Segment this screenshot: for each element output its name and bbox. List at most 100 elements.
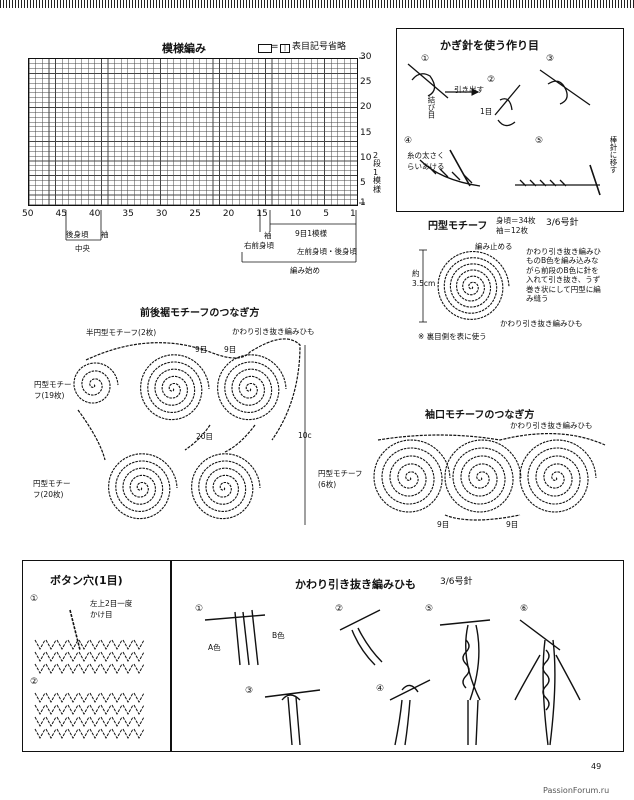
chain-title: かぎ針を使う作り目 (440, 39, 539, 52)
knit-stitch-1 (56, 651, 68, 663)
motif-spiral (437, 250, 510, 320)
knit-stitch-1 (133, 651, 145, 663)
cord-title: かわり引き抜き編みひも (295, 578, 416, 591)
knit-stitch-1 (133, 663, 145, 675)
knit-stitch-2 (133, 704, 145, 716)
x-tick: 40 (88, 209, 101, 219)
top-strip (0, 0, 634, 8)
knit-stitch-2 (78, 704, 90, 716)
knit-stitch-1 (78, 639, 90, 651)
label-left-front: 左前身頃・後身頃 (297, 247, 357, 256)
knit-stitch-1 (56, 663, 68, 675)
knit-stitch-1 (34, 639, 46, 651)
cord-step-6: ⑥ (520, 604, 529, 614)
y-tick: 5 (360, 177, 366, 188)
label-sleeve-b: 袖 (264, 231, 272, 240)
knit-stitch-2 (122, 728, 134, 740)
knit-stitch-2 (89, 716, 101, 728)
x-tick: 30 (155, 209, 168, 219)
knit-stitch-2 (45, 716, 57, 728)
label-nine-one: 9目1模様 (295, 229, 328, 238)
knit-stitch-1 (100, 663, 112, 675)
y-tick: 10 (360, 152, 372, 163)
buttonhole-note: 左上2目一度かけ目 (90, 599, 133, 619)
knit-stitch-2 (111, 692, 123, 704)
knit-stitch-2 (78, 716, 90, 728)
knit-stitch-2 (45, 728, 57, 740)
frontback-cord-upper (85, 338, 301, 441)
knit-stitch-2 (89, 692, 101, 704)
x-tick: 50 (22, 209, 34, 219)
knit-stitch-1 (89, 639, 101, 651)
knit-stitch-1 (56, 639, 68, 651)
knit-stitch-1 (34, 651, 46, 663)
knit-stitch-2 (78, 728, 90, 740)
note-thick: 糸の太さくらいあける (407, 151, 445, 171)
chain-step-1: ① (421, 54, 430, 64)
knit-stitch-2 (45, 704, 57, 716)
knit-stitch-2 (34, 716, 46, 728)
knit-stitch-2 (133, 692, 145, 704)
label-sleeve-a: 袖 (101, 230, 109, 239)
cord-step-2: ② (335, 604, 344, 614)
x-tick: 10 (289, 209, 302, 219)
knit-stitch-2 (111, 716, 123, 728)
knit-stitch-2 (56, 716, 68, 728)
site-watermark: PassionForum.ru (543, 786, 610, 795)
knit-stitch-2 (67, 728, 79, 740)
knit-stitch-2 (111, 728, 123, 740)
x-tick: 45 (55, 209, 67, 219)
knit-stitch-1 (100, 639, 112, 651)
knit-stitch-1 (67, 651, 79, 663)
knit-stitch-2 (133, 728, 145, 740)
knit-stitch-1 (133, 639, 145, 651)
frontback-cord-middle (77, 409, 256, 461)
knit-stitch-1 (45, 639, 57, 651)
x-tick: 25 (189, 209, 201, 219)
x-tick: 35 (122, 209, 134, 219)
knit-stitch-2 (67, 716, 79, 728)
buttonhole-step-2: ② (30, 677, 39, 687)
buttonhole-step-1: ① (30, 594, 39, 604)
knit-stitch-2 (34, 692, 46, 704)
motif-sleeve-count: 袖＝12枚 (496, 226, 529, 235)
cuff-cord-label: かわり引き抜き編みひも (510, 421, 593, 430)
knit-stitch-2 (78, 692, 90, 704)
knit-stitch-2 (122, 692, 134, 704)
note-one: 1目 (480, 107, 493, 116)
cord-step-1: ① (195, 604, 204, 614)
x-tick: 20 (222, 209, 235, 219)
knit-stitch-1 (67, 639, 79, 651)
panel-divider (170, 560, 172, 751)
legend-knit-symbol: | (280, 44, 290, 53)
bottom-panels-box (22, 560, 624, 752)
half-motif-label: 半円型モチーフ(2枚) (86, 328, 157, 337)
label-back-neck: 後身頃 (66, 230, 89, 239)
twenty-label: 20目 (196, 432, 214, 441)
chart-title: 模様編み (162, 42, 206, 55)
fb-spiral-top-left (140, 354, 210, 421)
y-tick: 20 (360, 102, 372, 113)
motif-cord-label: かわり引き抜き編みひも (500, 319, 583, 328)
knit-stitch-2 (122, 716, 134, 728)
knit-stitch-2 (100, 692, 112, 704)
cord-step-4: ④ (376, 684, 385, 694)
motif-body-count: 身頃＝34枚 (496, 216, 536, 225)
knit-stitch-2 (89, 728, 101, 740)
label-center: 中央 (75, 244, 90, 253)
knit-stitch-1 (45, 663, 57, 675)
knit-stitch-2 (100, 704, 112, 716)
cuff-cord-top (377, 432, 606, 446)
motif20-label: 円型モチーフ(20枚) (33, 479, 71, 499)
motif19-label: 円型モチーフ(19枚) (34, 380, 72, 400)
page-number: 49 (591, 762, 602, 771)
motif-hook: 3/6号針 (546, 218, 579, 228)
cuff-nine-a: 9目 (437, 520, 450, 529)
chain-caston-box (396, 28, 624, 212)
motif6-label: 円型モチーフ(6枚) (318, 469, 363, 489)
knit-stitch-1 (100, 651, 112, 663)
knit-stitch-2 (111, 704, 123, 716)
